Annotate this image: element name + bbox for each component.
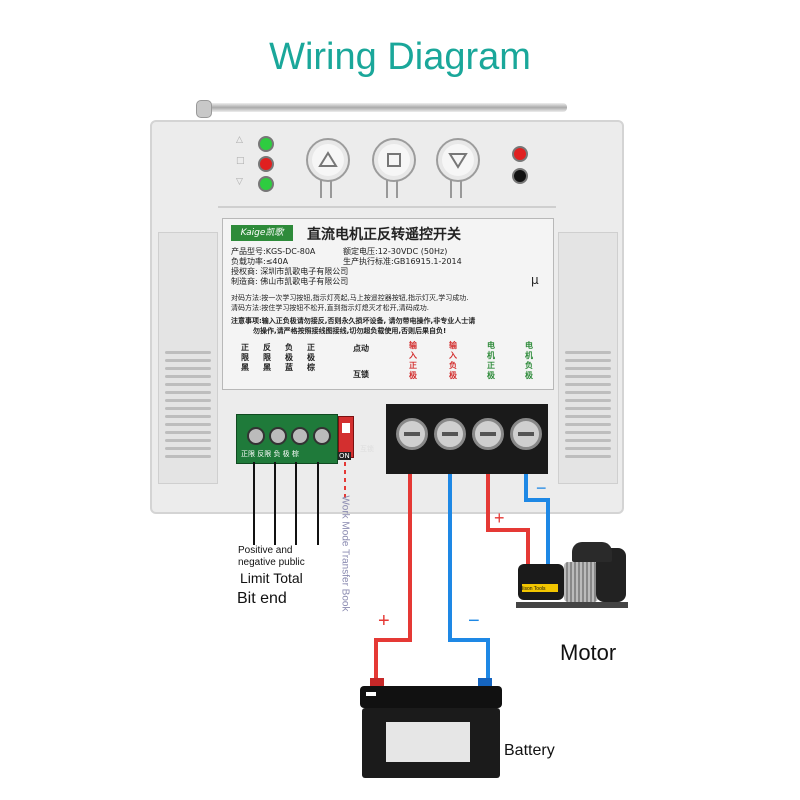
terminal-block-labels: 正限 反限 负 极 棕 [241,450,299,458]
limit-label-common-neg: 负极蓝 [285,343,293,372]
battery-image [356,672,506,782]
load-line: 负载功率:≤40A [231,257,289,266]
motor-minus-sign: − [536,478,547,498]
winch-motor-image: Bison Tools [512,540,632,620]
motor-label: Motor [560,640,617,665]
screw-input-negative[interactable] [434,418,466,450]
arrow-down-icon: ▽ [236,177,243,187]
terminal-label-motor-pos: 电机正极 [487,341,495,380]
model-line: 产品型号:KGS-DC-80A [231,247,316,256]
motor-negative-wire [524,474,550,580]
screw-motor-positive[interactable] [472,418,504,450]
terminal-screw-1[interactable] [247,427,265,445]
led-green-top [258,136,274,152]
up-button[interactable] [306,138,350,182]
terminal-screw-2[interactable] [269,427,287,445]
arrow-up-icon: △ [236,135,243,145]
notice-line-2: 勿操作,请严格按照接线图接线,切勿超负载使用,否则后果自负! [253,327,447,335]
work-mode-label: Work Mode Transfer Book [339,495,351,612]
antenna-tip [196,100,212,118]
terminal-screw-3[interactable] [291,427,309,445]
stop-button[interactable] [372,138,416,182]
motor-positive-wire [486,474,530,585]
diagram-title: Wiring Diagram [269,36,531,78]
product-name: 直流电机正反转遥控开关 [307,227,461,243]
motor-plus-sign: + [494,508,505,528]
mu-symbol: μ [531,273,539,287]
limit-terminal-block: 正限 反限 负 极 棕 [236,414,338,464]
limit-desc-line-3: Limit Total [240,570,303,586]
switch-mode-label: 互锁 [360,445,374,453]
maker-line: 制造商: 佛山市凯歌电子有限公司 [231,277,349,286]
screw-motor-negative[interactable] [510,418,542,450]
power-terminal-strip [386,404,548,474]
standard-line: 生产执行标准:GB16915.1-2014 [343,257,462,266]
stop-icon: □ [236,156,245,166]
winch-brand-label: Bison Tools [520,586,546,592]
license-line: 授权商: 深圳市凯歌电子有限公司 [231,267,349,276]
antenna [197,103,567,112]
terminal-screw-4[interactable] [313,427,331,445]
pairing-line: 对码方法:按一次学习按钮,指示灯亮起,马上按遥控器按钮,指示灯灭,学习成功. [231,294,469,302]
limit-desc-line-4: Bit end [237,590,287,607]
notice-line-1: 注意事项:输入正负极请勿接反,否则永久损坏设备, 请勿带电操作,非专业人士请 [231,317,476,325]
learn-button[interactable] [512,168,528,184]
voltage-line: 额定电压:12-30VDC (50Hz) [343,247,448,256]
mode-label-interlock: 互锁 [353,370,369,379]
spec-label: Kaige凯歌 直流电机正反转遥控开关 产品型号:KGS-DC-80A 额定电压… [222,218,554,390]
led-green-bottom [258,176,274,192]
battery-minus-sign: − [468,610,480,632]
limit-label-neg: 反限黑 [263,343,271,372]
limit-label-pos: 正限黑 [241,343,249,372]
battery-positive-wire [374,474,412,680]
led-red-right [512,146,528,162]
triangle-up-icon [318,151,338,167]
battery-negative-wire [448,474,490,680]
limit-label-common-pos: 正极棕 [307,343,315,372]
screw-input-positive[interactable] [396,418,428,450]
switch-on-label: ON [338,452,351,460]
limit-desc-line-1: Positive and [238,545,293,556]
right-vent-block [558,232,618,484]
top-frame [218,206,556,208]
down-button[interactable] [436,138,480,182]
button-stems [320,180,470,200]
terminal-label-input-pos: 输入正极 [409,341,417,380]
terminal-label-motor-neg: 电机负极 [525,341,533,380]
square-icon [387,153,401,167]
left-vent-block [158,232,218,484]
terminal-label-input-neg: 输入负极 [449,341,457,380]
limit-desc-line-2: negative public [238,557,305,568]
mode-label-jog: 点动 [353,344,369,353]
brand-logo: Kaige凯歌 [231,225,293,241]
clear-line: 清码方法:按住学习按钮不松开,直到指示灯熄灭才松开,清码成功. [231,304,430,312]
led-red [258,156,274,172]
battery-label: Battery [504,742,555,759]
triangle-down-icon [448,153,468,169]
battery-plus-sign: + [378,610,390,632]
